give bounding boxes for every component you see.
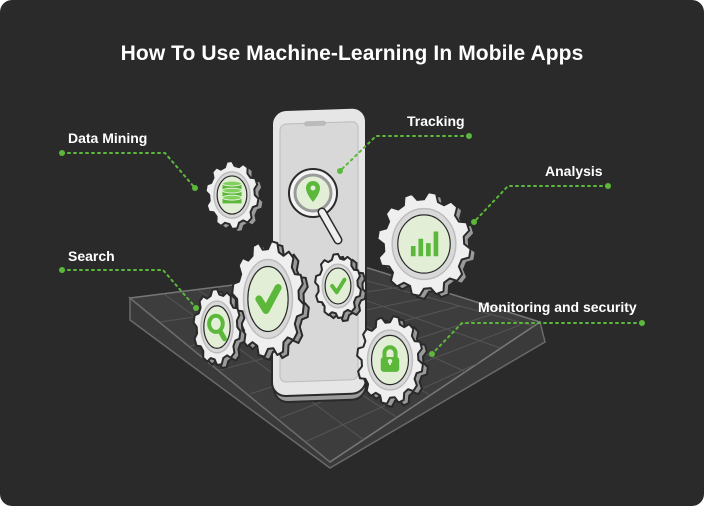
magnifier-icon (207, 313, 227, 342)
page-title: How To Use Machine-Learning In Mobile Ap… (120, 42, 584, 65)
label-search: Search (68, 248, 115, 264)
gear-monitoring (356, 315, 429, 408)
lock-icon (380, 345, 400, 372)
label-monitoring: Monitoring and security (478, 299, 637, 315)
label-tracking: Tracking (407, 113, 465, 129)
bar-chart-icon (410, 231, 439, 257)
connector-monitoring (431, 322, 643, 355)
gear-check-large (231, 240, 310, 361)
label-data-mining: Data Mining (68, 130, 148, 146)
gear-analysis (376, 191, 477, 300)
connector-analysis (473, 185, 609, 223)
gear-search (192, 288, 247, 370)
check-icon (330, 277, 347, 295)
database-icon (221, 180, 243, 204)
gear-data-mining (204, 160, 265, 234)
connector-dots (59, 133, 645, 357)
connector-tracking (339, 135, 470, 172)
location-search-icon (288, 168, 343, 245)
gear-check-small (314, 253, 367, 323)
connector-data-mining (61, 152, 196, 189)
connector-lines (61, 135, 643, 355)
connector-search (61, 269, 197, 309)
label-analysis: Analysis (545, 163, 603, 179)
check-icon (255, 284, 282, 314)
